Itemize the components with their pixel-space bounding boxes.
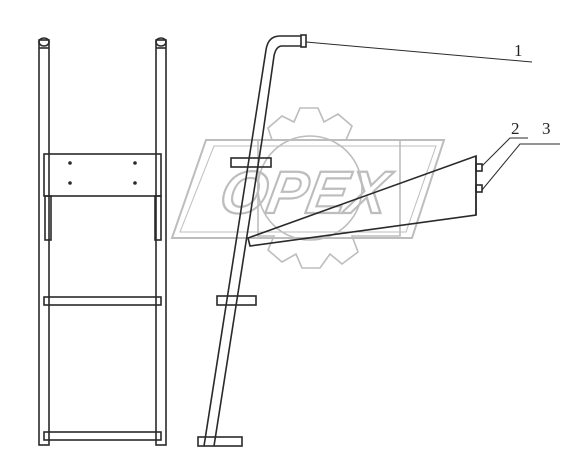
side-rail-end-cap	[300, 34, 307, 48]
right-bracket	[154, 195, 162, 241]
callout-2: 2	[511, 119, 520, 138]
side-step-bottom	[197, 436, 243, 447]
mounting-plate	[43, 153, 162, 197]
opex-watermark-logo: OPEX	[170, 107, 446, 269]
callout-1: 1	[514, 41, 523, 60]
bracket-bolts	[475, 163, 483, 193]
mounting-holes	[68, 161, 137, 185]
side-step-middle	[216, 295, 257, 306]
right-rail-cap	[155, 37, 167, 47]
gear-icon	[257, 107, 401, 269]
logo-parallelogram	[170, 139, 446, 239]
side-step-upper	[230, 157, 272, 168]
side-rail-inner	[213, 139, 263, 447]
left-bracket	[44, 195, 52, 241]
side-rail-outer	[203, 139, 253, 447]
right-rail	[155, 39, 167, 446]
callout-3: 3	[542, 119, 551, 138]
callout-leaders	[305, 41, 560, 191]
watermark-text: OPEX	[215, 158, 397, 225]
rung-upper	[43, 296, 162, 306]
rung-bottom	[43, 431, 162, 441]
ladder-side-view	[197, 34, 483, 447]
left-rail-cap	[38, 37, 50, 47]
side-rail-top-bend	[251, 35, 301, 141]
ladder-front-view	[38, 37, 167, 446]
left-rail	[38, 39, 50, 446]
